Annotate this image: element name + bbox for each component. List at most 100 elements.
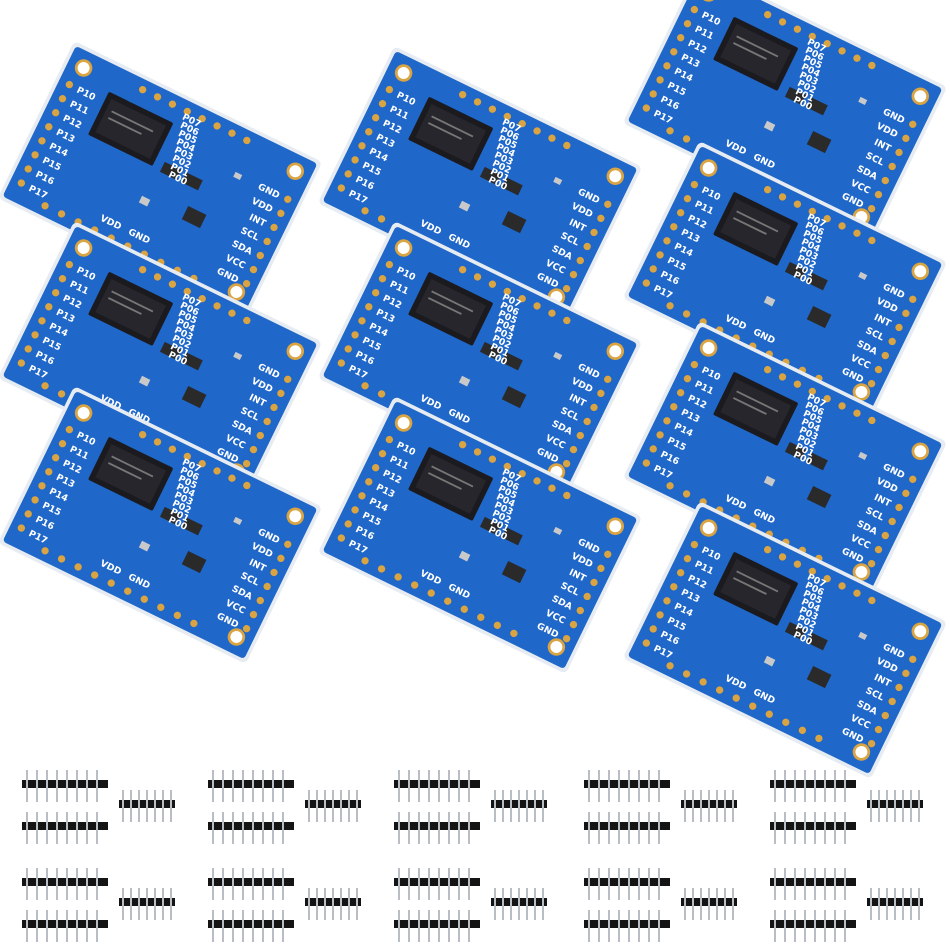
solder-pad (852, 53, 862, 63)
solder-pad (669, 582, 679, 592)
solder-pad (360, 381, 370, 391)
solder-pad (30, 495, 40, 505)
solder-pad (852, 588, 862, 598)
solder-pad (242, 624, 252, 634)
solder-pad (792, 379, 803, 389)
solder-pad (227, 308, 237, 318)
solder-pad (822, 39, 832, 49)
solder-pad (901, 133, 911, 143)
solder-pad (532, 301, 542, 311)
solder-pad (547, 483, 557, 493)
solder-pad (837, 221, 847, 231)
solder-pad (276, 208, 286, 218)
solder-pad (212, 121, 222, 131)
solder-pad (908, 654, 918, 664)
pad-row (641, 360, 918, 569)
solder-pad (152, 272, 163, 282)
pcb-board: P10P11P12P13P14P15P16P17P07P06P05P04P03P… (0, 384, 324, 666)
solder-pad (797, 725, 807, 735)
solder-pad (393, 572, 403, 582)
solder-pad (873, 724, 884, 735)
solder-pad (30, 150, 40, 160)
solder-pad (662, 596, 672, 606)
solder-pad (867, 235, 877, 246)
solder-pad (596, 388, 606, 398)
solder-pad (152, 92, 163, 102)
solder-pad (641, 278, 651, 288)
solder-pad (476, 612, 486, 622)
solder-pad (867, 415, 877, 426)
solder-pad (682, 554, 693, 564)
solder-pad (23, 344, 33, 354)
solder-pad (603, 374, 613, 384)
solder-pad (283, 194, 293, 204)
solder-pad (16, 523, 26, 533)
pcb-board: P10P11P12P13P14P15P16P17P07P06P05P04P03P… (621, 139, 949, 421)
solder-pad (212, 301, 222, 311)
solder-pad (410, 580, 420, 590)
solder-pad (262, 581, 272, 592)
solder-pad (777, 192, 788, 202)
solder-pad (138, 430, 148, 440)
solder-pad (37, 481, 47, 491)
solder-pad (669, 402, 679, 412)
solder-pad (908, 119, 918, 129)
solder-pad (792, 199, 803, 209)
solder-pad (562, 634, 572, 644)
solder-pad (357, 316, 367, 326)
solder-pad (655, 430, 665, 440)
solder-pad (255, 595, 265, 606)
solder-pad (255, 250, 265, 261)
solder-pad (681, 309, 692, 319)
solder-pad (777, 17, 788, 27)
solder-pad (350, 505, 360, 515)
solder-pad (517, 119, 527, 129)
solder-pad (360, 206, 370, 216)
solder-pad (676, 208, 686, 218)
solder-pad (242, 279, 252, 289)
solder-pad (487, 104, 498, 114)
solder-pad (57, 94, 68, 104)
solder-pad (189, 618, 199, 629)
solder-pad (568, 619, 579, 630)
solder-pad (880, 175, 890, 186)
solder-pad (901, 308, 911, 318)
solder-pad (73, 562, 83, 572)
solder-pad (37, 136, 47, 146)
solder-pad (880, 710, 890, 721)
solder-pad (822, 214, 832, 224)
solder-pad (269, 567, 279, 578)
solder-pad (343, 344, 353, 354)
solder-pad (689, 5, 699, 15)
solder-pad (357, 141, 367, 151)
solder-pad (350, 155, 360, 165)
solder-pad (562, 490, 572, 501)
solder-pad (56, 389, 67, 399)
solder-pad (908, 294, 918, 304)
solder-pad (873, 544, 884, 555)
solder-pad (731, 693, 741, 703)
solder-pad (665, 661, 675, 671)
pcb-board: P10P11P12P13P14P15P16P17P07P06P05P04P03P… (316, 44, 644, 326)
solder-pad (426, 588, 436, 598)
solder-pad (648, 89, 658, 99)
solder-pad (37, 316, 47, 326)
solder-pad (648, 264, 658, 274)
solder-pad (197, 459, 207, 469)
solder-pad (212, 466, 222, 476)
solder-pad (227, 473, 237, 483)
solder-pad (182, 286, 192, 297)
solder-pad (492, 620, 502, 630)
solder-pad (822, 574, 832, 584)
solder-pad (502, 111, 512, 122)
solder-pad (887, 516, 897, 527)
solder-pad (665, 481, 675, 491)
solder-pad (807, 206, 817, 217)
solder-pad (283, 539, 293, 549)
solder-pad (676, 568, 686, 578)
solder-pad (56, 209, 67, 219)
solder-pad (715, 685, 725, 695)
solder-pad (837, 401, 847, 411)
solder-pad (343, 169, 353, 179)
